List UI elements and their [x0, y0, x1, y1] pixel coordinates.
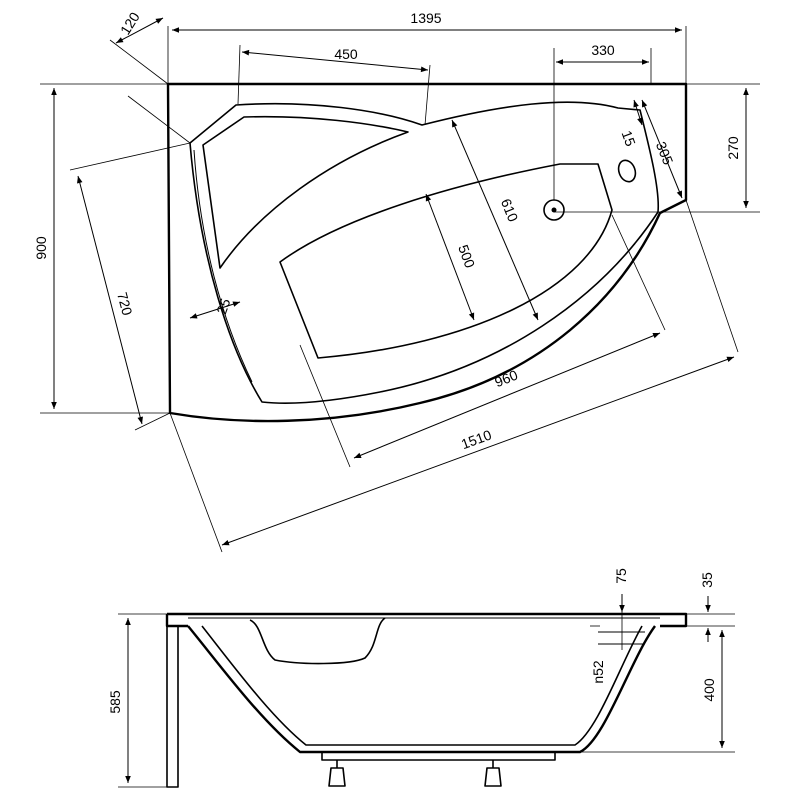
dim-drain-depth: 270: [725, 136, 741, 160]
rim-top: [165, 612, 688, 628]
support-leg-panel: [166, 626, 179, 788]
dim-width-overall: 1395: [410, 10, 441, 26]
dimline-corner-bevel: [115, 17, 164, 44]
dim-overflow-diag: 305: [653, 139, 677, 167]
dim-overflow-pipe: n52: [590, 660, 606, 684]
dim-basin-diag: 610: [498, 196, 522, 224]
dimline-overflow-diag: [641, 99, 683, 199]
seat-backrest: [202, 115, 409, 269]
dim-inner-depth: 400: [701, 678, 717, 702]
dim-drain-offset: 330: [591, 42, 615, 58]
dim-basin-width: 500: [455, 243, 478, 271]
dimline-rim-width: [189, 301, 241, 319]
dim-overflow-offset: 15: [619, 128, 639, 148]
dimline-overall-length: [221, 356, 735, 546]
dimline-overflow-offset: [633, 99, 643, 126]
dim-rim-width: 25: [213, 296, 233, 316]
dimline-basin-length: [353, 332, 661, 459]
top-view: 1395 120 450 330 15 305 270 900 720 25 5…: [33, 9, 760, 553]
basin-floor: [279, 163, 613, 359]
dim-total-height: 585: [107, 690, 123, 714]
dimline-front-depth: [77, 175, 143, 425]
dimline-seat-width: [241, 49, 429, 73]
tub-side-profile: [187, 625, 656, 754]
base-frame: [321, 752, 556, 761]
dim-rim-thickness: 35: [699, 572, 715, 588]
foot-right: [484, 760, 502, 787]
dim-rim-offset: 75: [613, 568, 629, 584]
dim-depth-overall: 900: [33, 236, 49, 260]
dim-basin-length: 960: [492, 366, 520, 390]
tub-inner-rim: [189, 101, 660, 404]
drain-icon: [543, 199, 565, 221]
foot-left: [328, 760, 346, 787]
dim-overall-length: 1510: [459, 426, 494, 452]
tub-side-inner: [201, 625, 643, 746]
dimline-basin-diag: [451, 119, 539, 321]
seat-recess: [249, 617, 386, 665]
dim-front-depth: 720: [114, 290, 136, 317]
overflow-icon: [617, 159, 637, 183]
side-view: 75 35 n52 400 585: [107, 568, 735, 788]
dim-seat-width: 450: [334, 46, 358, 62]
dim-corner-bevel: 120: [117, 9, 143, 37]
tub-rim-inner-line: [193, 149, 253, 383]
